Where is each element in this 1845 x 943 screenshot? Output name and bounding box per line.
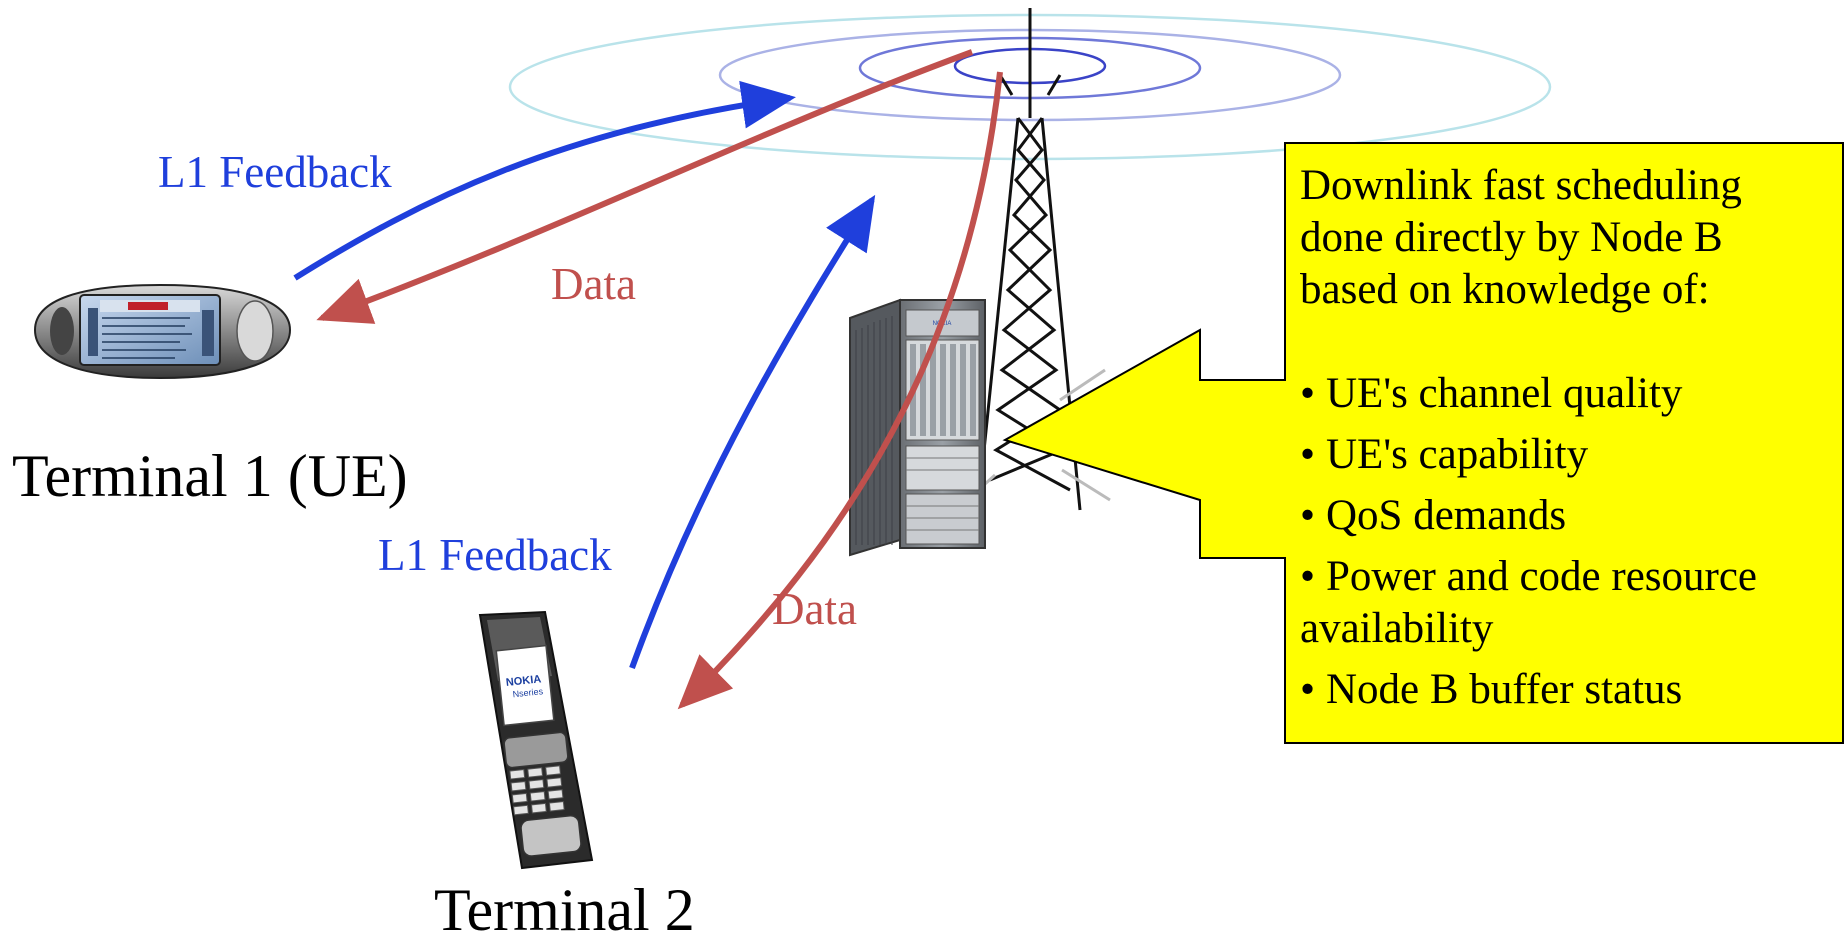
callout-bullet-item: •QoS demands [1300, 490, 1830, 542]
phone-brand-logo: NOKIA [505, 673, 542, 689]
data-arrow-1 [316, 49, 974, 324]
callout-bullet-item: •Power and code resource availability [1300, 553, 1758, 652]
callout-bullet-list: •UE's channel quality •UE's capability •… [1300, 368, 1830, 716]
terminal-2-phone-icon: NOKIA Nseries [478, 610, 594, 870]
data-label-2: Data [772, 584, 857, 634]
callout-bullet-item: •UE's capability [1300, 429, 1830, 481]
terminal-2-label: Terminal 2 [434, 877, 695, 943]
bullet-icon: • [1300, 666, 1316, 713]
bullet-icon: • [1300, 492, 1316, 539]
l1-feedback-label-1: L1 Feedback [158, 147, 392, 197]
terminal-1-label: Terminal 1 (UE) [12, 443, 408, 509]
data-arrow-2 [677, 71, 1003, 710]
bullet-icon: • [1300, 370, 1316, 417]
callout-bullet-item: •UE's channel quality [1300, 368, 1830, 420]
l1-feedback-arrow-2 [629, 194, 876, 670]
callout-arrow-box [1002, 142, 1844, 744]
node-b-cabinet-icon: NOKIA [849, 298, 986, 557]
scheduling-callout: Downlink fast scheduling done directly b… [1300, 160, 1830, 725]
phone-series-label: Nseries [512, 686, 544, 699]
l1-feedback-arrow-1 [293, 80, 796, 281]
terminal-1-phone-icon [33, 283, 292, 380]
callout-intro: Downlink fast scheduling done directly b… [1300, 162, 1742, 313]
bullet-icon: • [1300, 553, 1316, 600]
bullet-icon: • [1300, 431, 1316, 478]
l1-feedback-label-2: L1 Feedback [378, 530, 612, 580]
data-label-1: Data [551, 259, 636, 309]
callout-bullet-item: •Node B buffer status [1300, 664, 1830, 716]
